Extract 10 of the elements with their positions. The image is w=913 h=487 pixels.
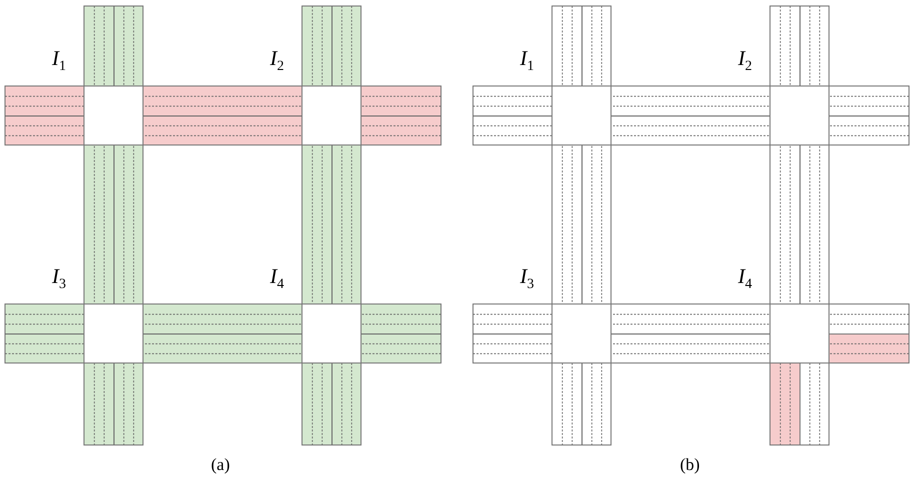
intersection-label: I$_{2}$ [270,48,284,74]
panel-caption: (b) [680,456,700,473]
intersection-label: I$_{4}$ [270,266,284,292]
intersection-label: I$_{4}$ [738,266,752,292]
panel-caption: (a) [211,456,230,473]
intersection-label: I$_{3}$ [520,266,534,292]
intersection-label: I$_{1}$ [52,48,66,74]
intersection-label: I$_{2}$ [738,48,752,74]
intersection-label: I$_{3}$ [52,266,66,292]
intersection-label: I$_{1}$ [520,48,534,74]
